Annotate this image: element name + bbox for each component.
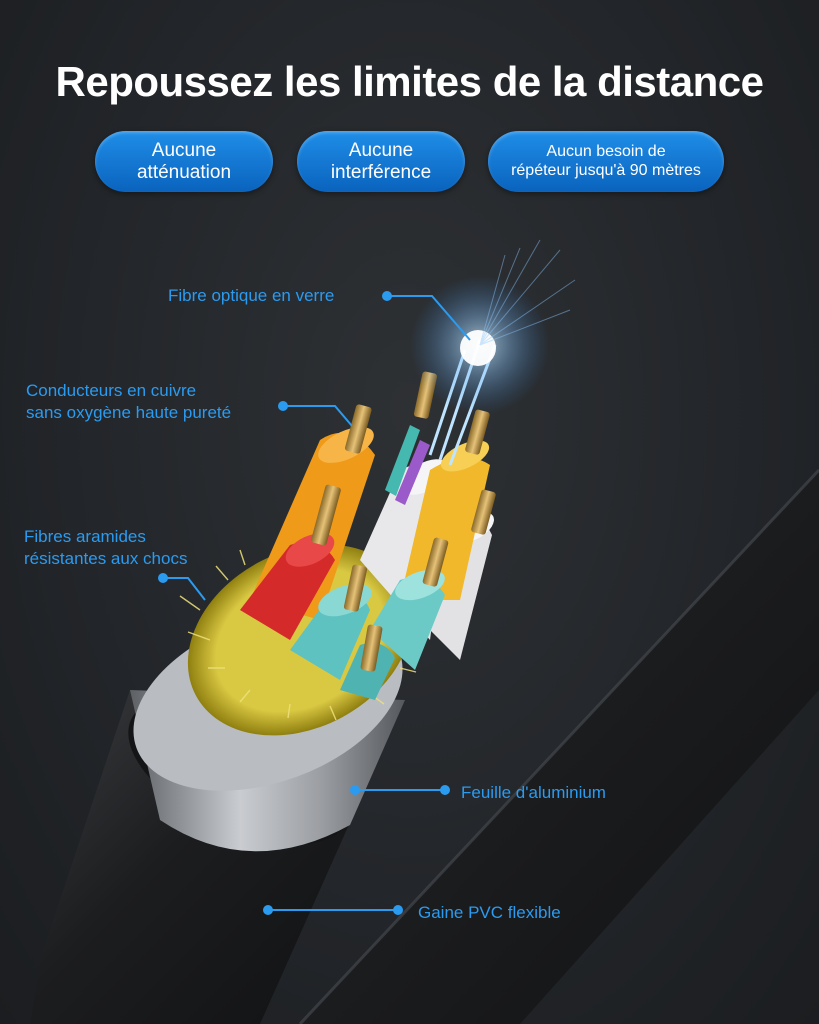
- badge-line: Aucune: [348, 139, 414, 161]
- conductor-teal: [290, 592, 370, 680]
- badge-no-repeater: Aucun besoin de répéteur jusqu'à 90 mètr…: [488, 131, 724, 192]
- badge-line: interférence: [330, 161, 432, 183]
- conductor-yellow: [400, 457, 490, 600]
- badge-line: atténuation: [136, 161, 232, 183]
- copper-conductors: [311, 371, 496, 672]
- glass-fibres: [410, 239, 576, 466]
- badge-line: Aucune: [151, 139, 217, 161]
- label-jacket: Gaine PVC flexible: [418, 903, 561, 922]
- callout-dot: [440, 785, 450, 795]
- badge-no-interference: Aucune interférence: [297, 131, 465, 192]
- label-line: Fibres aramides: [24, 527, 146, 546]
- conductor-red: [240, 542, 335, 640]
- label-fiber: Fibre optique en verre: [168, 286, 335, 305]
- label-line: Conducteurs en cuivre: [26, 381, 197, 400]
- label-line: résistantes aux chocs: [24, 549, 188, 568]
- label-copper: Conducteurs en cuivre sans oxygène haute…: [26, 380, 231, 424]
- callout-dot: [393, 905, 403, 915]
- badge-line: Aucun besoin de: [546, 143, 666, 161]
- label-foil: Feuille d'aluminium: [461, 783, 606, 802]
- label-line: sans oxygène haute pureté: [26, 403, 232, 422]
- badge-no-attenuation: Aucune atténuation: [95, 131, 273, 192]
- badge-line: répéteur jusqu'à 90 mètres: [511, 161, 701, 179]
- page-title: Repoussez les limites de la distance: [55, 58, 764, 105]
- label-aramid: Fibres aramides résistantes aux chocs: [24, 526, 187, 570]
